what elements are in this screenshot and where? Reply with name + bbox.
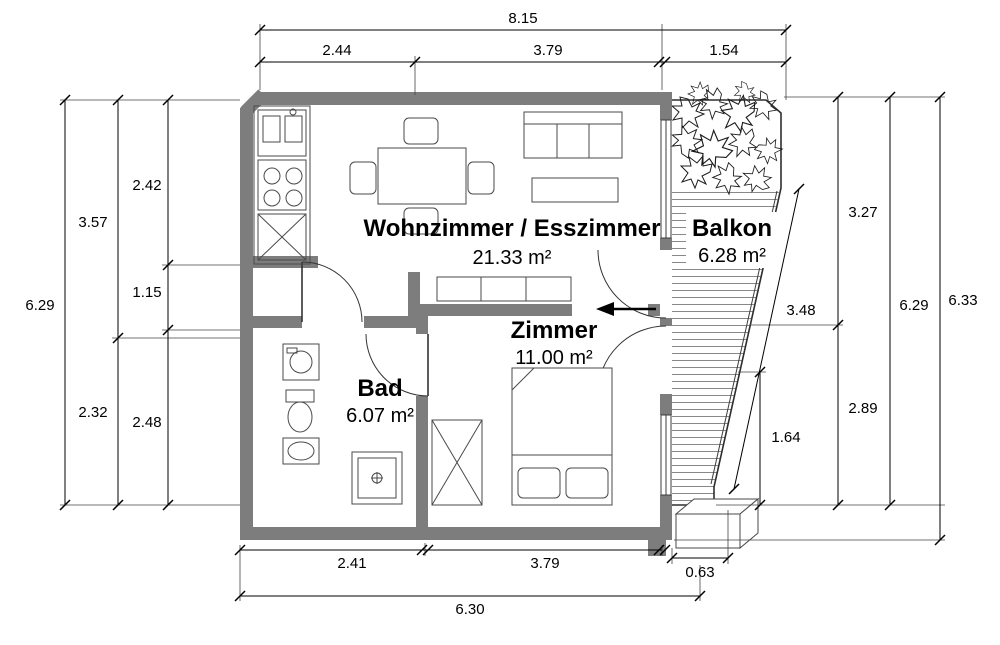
sideboard	[436, 276, 572, 302]
pillow	[565, 467, 609, 499]
washing-machine	[282, 343, 320, 381]
chair	[403, 207, 439, 235]
balcony-decking	[672, 192, 779, 505]
dim-top-seg-1: 2.44	[322, 42, 351, 59]
wall-bath-bedroom-lower	[416, 396, 428, 527]
pillow	[517, 467, 561, 499]
entry-arrow	[596, 302, 656, 316]
walls	[240, 89, 672, 556]
room-name-balcony: Balkon	[692, 215, 772, 242]
kitchen-sink	[257, 109, 307, 157]
dim-right-total-outer: 6.33	[948, 292, 977, 309]
room-area-bedroom: 11.00 m²	[515, 347, 593, 369]
dim-bottom-seg-2: 3.79	[530, 555, 559, 572]
chair	[349, 161, 377, 195]
bed	[511, 367, 613, 506]
dining-set	[349, 117, 495, 235]
balcony-label-backing	[686, 212, 782, 268]
dimensions-right: 1.64 3.27 2.89 3.48 6.29 6.33	[674, 91, 978, 546]
wall-bath-bedroom-upper	[416, 316, 428, 334]
dim-top-seg-3: 1.54	[709, 42, 738, 59]
dimensions-bottom: 2.41 3.79 0.63 6.30	[234, 510, 734, 618]
door-arc-bath	[365, 333, 429, 397]
wardrobe	[431, 419, 483, 506]
dim-right-balcony-depth: 1.64	[771, 429, 800, 446]
door-arc-balcony-living	[597, 249, 667, 319]
coffee-table	[531, 177, 619, 203]
wall-bath-top-right	[364, 316, 428, 328]
balcony	[666, 79, 786, 506]
balcony-plants	[666, 79, 786, 199]
chair	[403, 117, 439, 145]
windows	[660, 119, 672, 496]
dim-top-total: 8.15	[508, 10, 537, 27]
room-area-living: 21.33 m²	[473, 247, 552, 269]
sofa	[523, 111, 623, 159]
dim-left-inner-1: 2.42	[132, 177, 161, 194]
kitchen-counter	[253, 105, 311, 265]
chair	[467, 161, 495, 195]
kitchen	[253, 105, 311, 265]
bath-fixtures	[282, 343, 403, 505]
dim-bottom-total: 6.30	[455, 601, 484, 618]
toilet-bowl	[287, 401, 313, 433]
toilet-tank	[285, 389, 315, 403]
room-area-balcony: 6.28 m²	[698, 245, 766, 267]
wall-bath-top-left	[253, 316, 302, 328]
wall-sideboard-stub	[408, 272, 420, 316]
dimensions-left: 6.29 3.57 2.32 2.42 1.15 2.48	[25, 94, 240, 511]
dim-bottom-seg-1: 2.41	[337, 555, 366, 572]
room-name-bedroom: Zimmer	[511, 317, 598, 344]
room-area-bath: 6.07 m²	[346, 405, 414, 427]
dim-balcony-diagonal: 3.48	[786, 302, 815, 319]
dim-left-mid-2: 2.32	[78, 404, 107, 421]
dim-left-inner-2: 1.15	[132, 284, 161, 301]
kitchen-faucet	[289, 108, 297, 116]
kitchen-stove	[257, 159, 307, 211]
bath-sink	[287, 441, 315, 461]
dim-right-total-inner: 6.29	[899, 297, 928, 314]
dim-left-total: 6.29	[25, 297, 54, 314]
dim-left-mid-1: 3.57	[78, 214, 107, 231]
dim-left-inner-3: 2.48	[132, 414, 161, 431]
wall-left	[240, 108, 253, 540]
dim-bottom-seg-3: 0.63	[685, 564, 714, 581]
room-name-living: Wohnzimmer / Esszimmer	[364, 215, 661, 242]
dimensions-top: 8.15 2.44 3.79 1.54	[254, 10, 792, 100]
room-labels: Wohnzimmer / Esszimmer 21.33 m² Balkon 6…	[346, 215, 772, 427]
kitchen-cabinet	[257, 213, 307, 261]
dim-top-seg-2: 3.79	[533, 42, 562, 59]
wall-bottom	[240, 527, 672, 540]
wall-bottom-stub	[648, 540, 666, 556]
dining-table	[377, 147, 467, 205]
doors	[301, 249, 667, 397]
balcony-support-box	[674, 497, 760, 550]
dim-right-seg-1: 3.27	[848, 204, 877, 221]
door-arc-hall	[301, 261, 363, 323]
dim-right-seg-2: 2.89	[848, 400, 877, 417]
wall-bedroom-top-left	[416, 304, 572, 316]
wall-top	[258, 92, 672, 105]
room-name-bath: Bad	[357, 375, 402, 402]
